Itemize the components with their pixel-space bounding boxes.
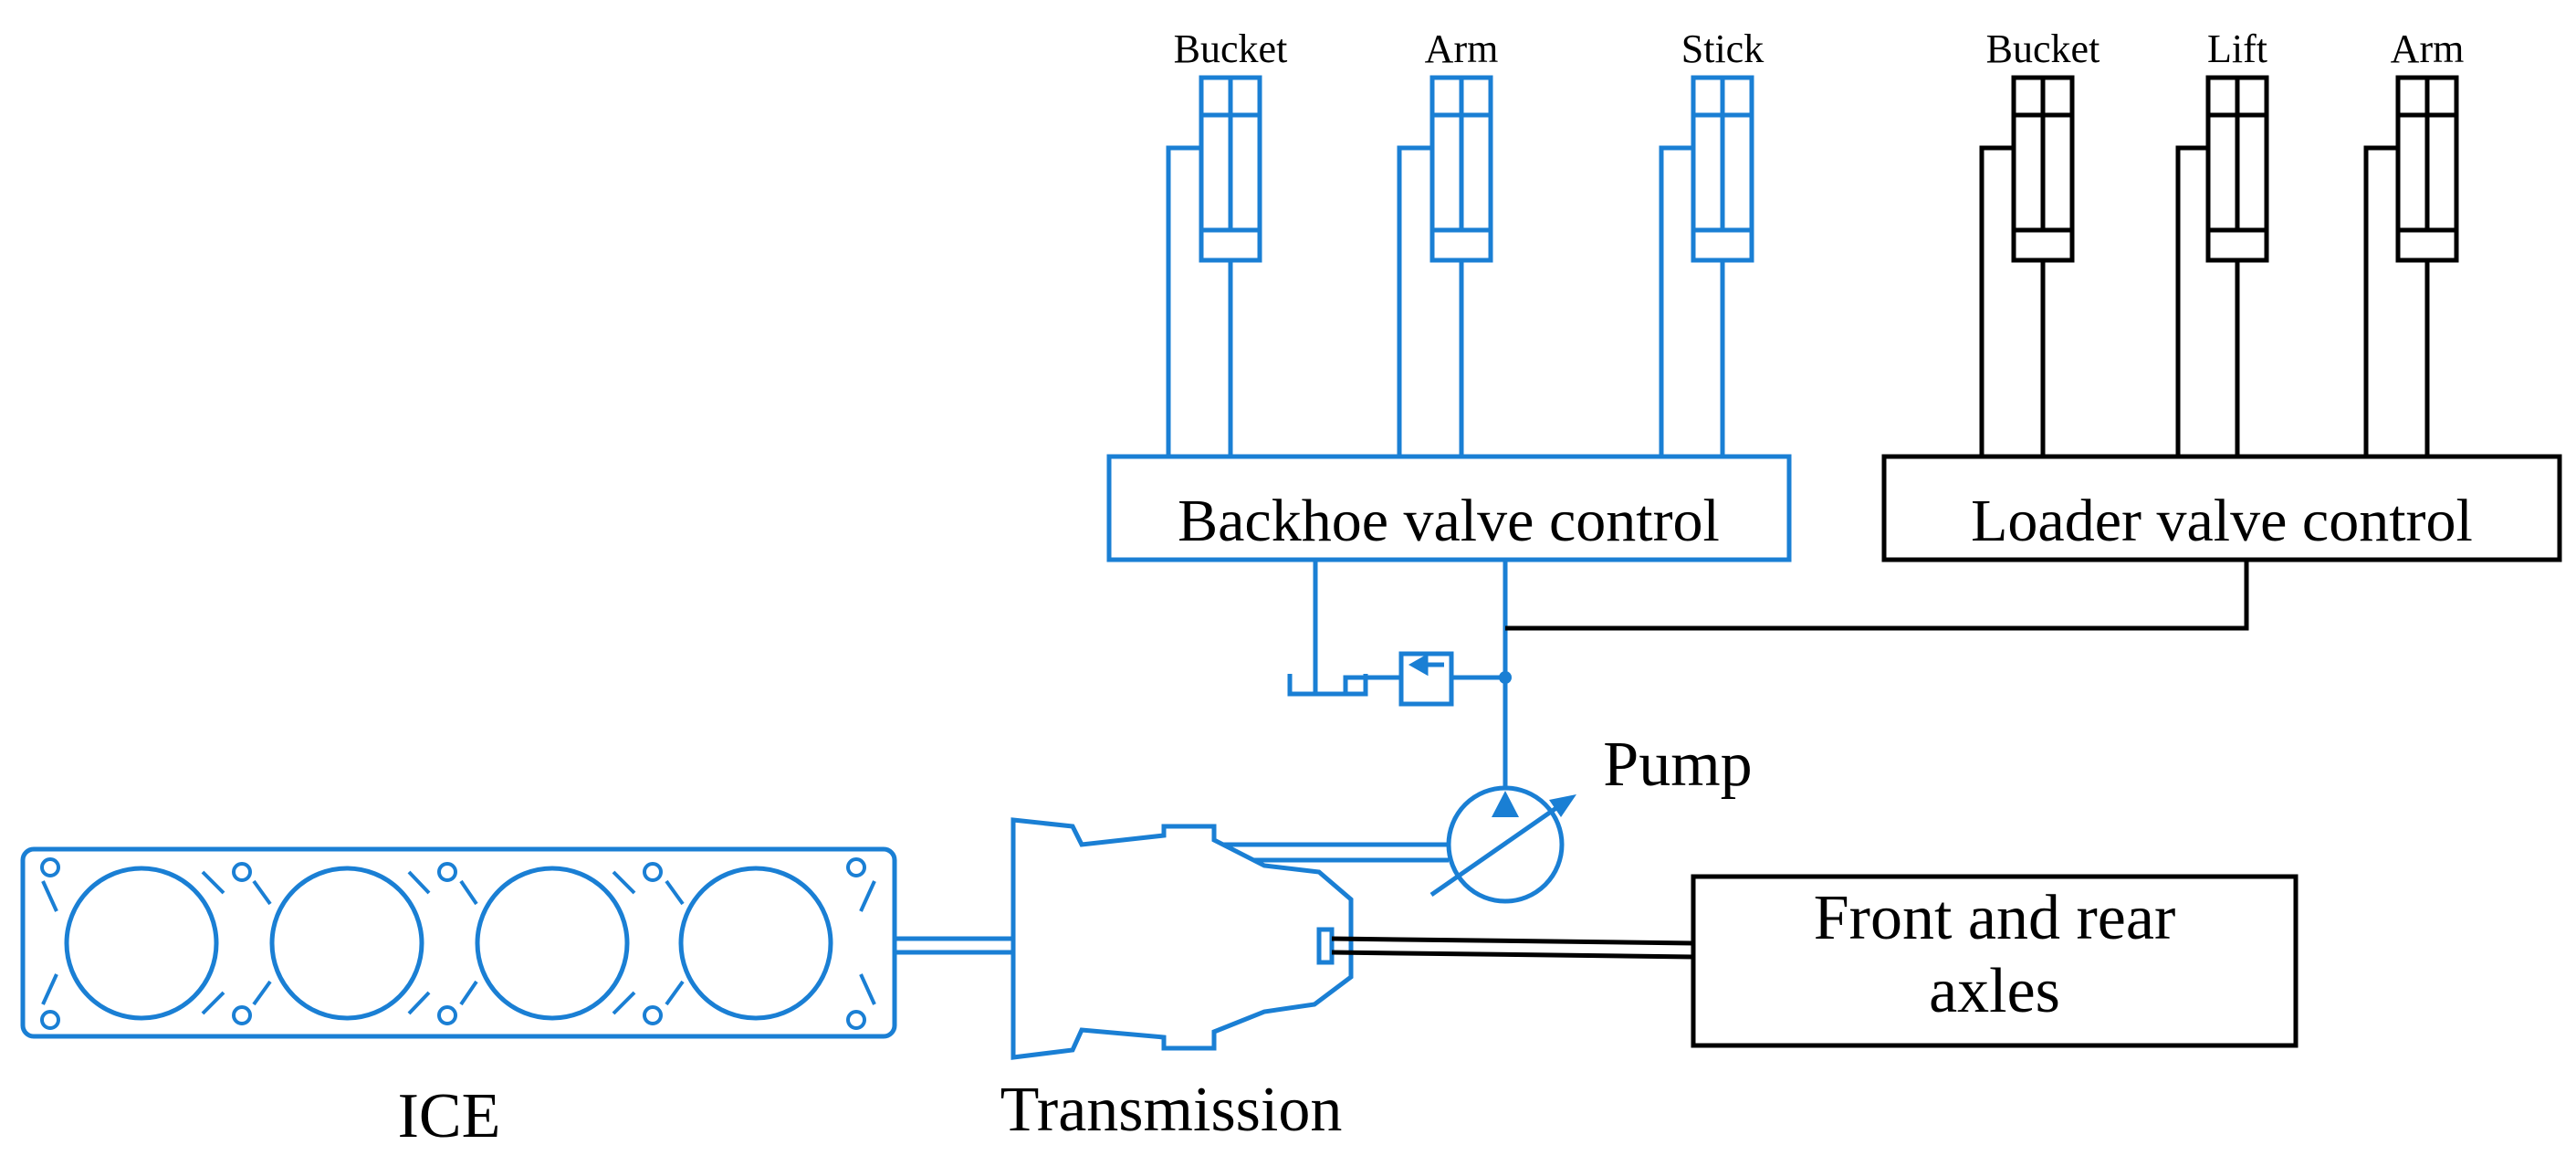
tank-return-line — [1287, 560, 1368, 697]
loader-cylinder-bucket-label: Bucket — [1986, 26, 2100, 71]
engine-cylinder-bores — [64, 866, 833, 1021]
loader-cylinder-arm-label: Arm — [2391, 26, 2465, 71]
loader-supply-line — [1505, 560, 2249, 631]
backhoe-cylinder-arm: Arm — [1397, 26, 1499, 457]
engine-head-bolts — [40, 857, 876, 1030]
transmission: Transmission — [1000, 817, 1354, 1145]
backhoe-cylinder-stick-label: Stick — [1681, 26, 1764, 71]
backhoe-valve-control-label: Backhoe valve control — [1178, 488, 1720, 554]
loader-valve-control: Loader valve control — [1881, 454, 2562, 562]
engine-label: ICE — [398, 1081, 501, 1151]
engine-ice: ICE — [20, 846, 897, 1151]
backhoe-cylinder-stick: Stick — [1659, 26, 1764, 457]
loader-cylinder-lift: Lift — [2175, 26, 2269, 457]
loader-valve-control-label: Loader valve control — [1971, 488, 2473, 554]
backhoe-cylinder-bucket-label: Bucket — [1174, 26, 1288, 71]
backhoe-cylinder-bucket: Bucket — [1166, 26, 1288, 457]
backhoe-valve-control: Backhoe valve control — [1106, 454, 1792, 562]
transmission-label: Transmission — [1000, 1075, 1343, 1145]
loader-cylinder-arm: Arm — [2363, 26, 2465, 457]
loader-cylinder-bucket: Bucket — [1979, 26, 2100, 457]
loader-cylinder-lift-label: Lift — [2207, 26, 2267, 71]
axles-label-line1: Front and rear — [1814, 883, 2176, 953]
relief-valve — [1343, 651, 1512, 707]
engine-output-shaft — [895, 936, 1013, 955]
pump-label: Pump — [1603, 730, 1752, 800]
backhoe-cylinder-arm-label: Arm — [1425, 26, 1499, 71]
axle-drive-shaft — [1331, 936, 1694, 960]
axles-label-line2: axles — [1929, 956, 2060, 1026]
front-rear-axles: Front and rear axles — [1691, 874, 2299, 1048]
